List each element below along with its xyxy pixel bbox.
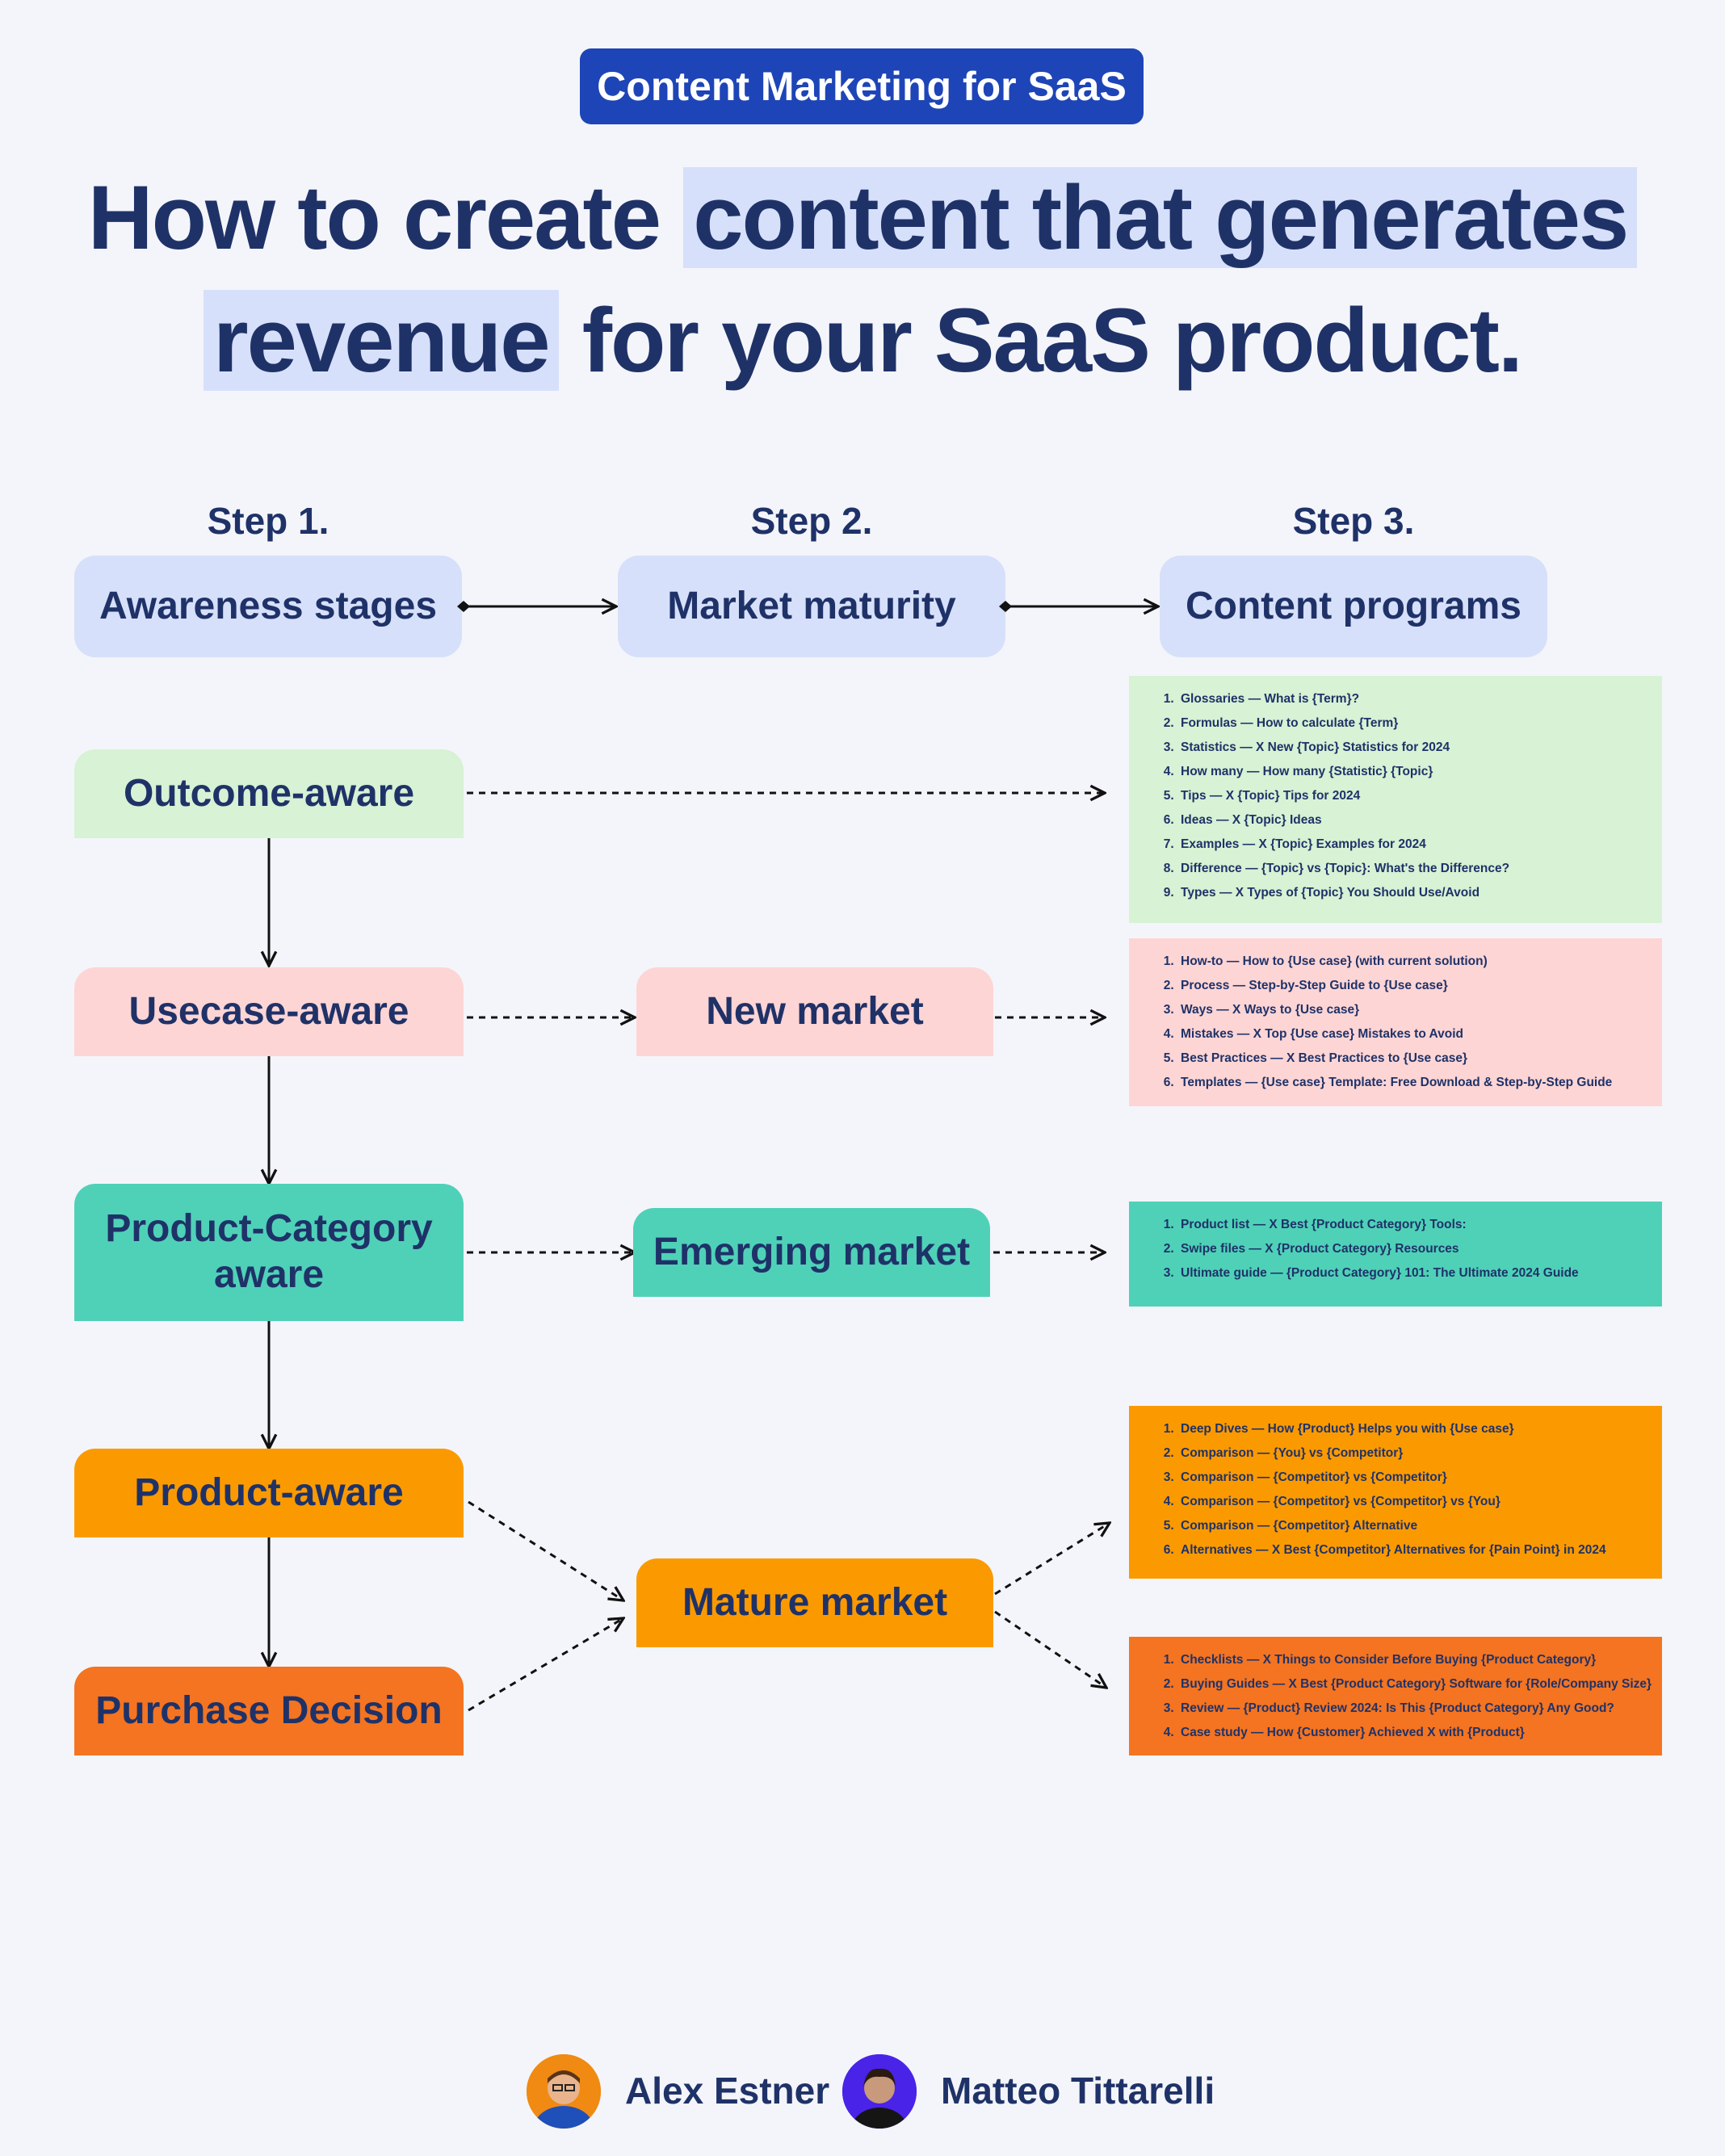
programs-product-panel: Deep Dives — How {Product} Helps you wit…: [1129, 1406, 1662, 1579]
program-item: Deep Dives — How {Product} Helps you wit…: [1177, 1417, 1646, 1441]
programs-outcome-panel: Glossaries — What is {Term}? Formulas — …: [1129, 676, 1662, 923]
stage-usecase-aware: Usecase-aware: [74, 967, 464, 1056]
headline-text: How to create: [87, 167, 684, 268]
market-new: New market: [636, 967, 993, 1056]
market-mature: Mature market: [636, 1558, 993, 1647]
program-item: Comparison — {Competitor} vs {Competitor…: [1177, 1466, 1646, 1490]
program-item: Types — X Types of {Topic} You Should Us…: [1177, 881, 1646, 905]
headline-highlight: revenue: [204, 290, 559, 391]
programs-list: Deep Dives — How {Product} Helps you wit…: [1161, 1417, 1646, 1562]
market-maturity-box: Market maturity: [618, 556, 1005, 657]
author-avatar: [842, 2054, 917, 2129]
stage-label-line-1: Product-Category: [105, 1207, 433, 1251]
headline-line-1: How to create content that generates: [0, 166, 1725, 270]
stage-label-line-2: aware: [213, 1253, 325, 1296]
program-item: Formulas — How to calculate {Term}: [1177, 711, 1646, 736]
program-item: Checklists — X Things to Consider Before…: [1177, 1648, 1662, 1672]
program-item: Ultimate guide — {Product Category} 101:…: [1177, 1261, 1646, 1286]
program-item: Product list — X Best {Product Category}…: [1177, 1213, 1646, 1237]
programs-list: Product list — X Best {Product Category}…: [1161, 1213, 1646, 1286]
stage-product-category-aware: Product-Category aware: [74, 1184, 464, 1321]
step-3-label: Step 3.: [1292, 500, 1415, 542]
program-item: Mistakes — X Top {Use case} Mistakes to …: [1177, 1022, 1646, 1047]
stage-product-aware: Product-aware: [74, 1449, 464, 1537]
product-to-mature-arrow: [468, 1500, 623, 1600]
program-item: Best Practices — X Best Practices to {Us…: [1177, 1047, 1646, 1071]
series-badge: Content Marketing for SaaS: [580, 48, 1144, 124]
program-item: Difference — {Topic} vs {Topic}: What's …: [1177, 857, 1646, 881]
stage-purchase-decision: Purchase Decision: [74, 1667, 464, 1755]
programs-usecase-panel: How-to — How to {Use case} (with current…: [1129, 938, 1662, 1106]
program-item: Comparison — {You} vs {Competitor}: [1177, 1441, 1646, 1466]
program-item: Process — Step-by-Step Guide to {Use cas…: [1177, 974, 1646, 998]
author-avatar: [527, 2054, 601, 2129]
program-item: Examples — X {Topic} Examples for 2024: [1177, 833, 1646, 857]
person-icon: [527, 2054, 601, 2129]
headline-text: for your SaaS product.: [558, 290, 1523, 391]
program-item: Comparison — {Competitor} vs {Competitor…: [1177, 1490, 1646, 1514]
program-item: Ideas — X {Topic} Ideas: [1177, 808, 1646, 833]
author-name: Matteo Tittarelli: [941, 2070, 1215, 2112]
headline-line-2: revenue for your SaaS product.: [0, 288, 1725, 392]
mature-to-product-programs-arrow: [994, 1523, 1110, 1596]
program-item: Case study — How {Customer} Achieved X w…: [1177, 1721, 1662, 1745]
program-item: Glossaries — What is {Term}?: [1177, 687, 1646, 711]
market-emerging: Emerging market: [633, 1208, 990, 1297]
programs-purchase-panel: Checklists — X Things to Consider Before…: [1129, 1637, 1662, 1755]
programs-list: Checklists — X Things to Consider Before…: [1161, 1648, 1662, 1745]
mature-to-purchase-programs-arrow: [994, 1610, 1106, 1688]
awareness-stages-box: Awareness stages: [74, 556, 462, 657]
program-item: How many — How many {Statistic} {Topic}: [1177, 760, 1646, 784]
step-1-label: Step 1.: [207, 500, 329, 542]
stage-outcome-aware: Outcome-aware: [74, 749, 464, 838]
program-item: How-to — How to {Use case} (with current…: [1177, 950, 1646, 974]
program-item: Templates — {Use case} Template: Free Do…: [1177, 1071, 1646, 1095]
program-item: Review — {Product} Review 2024: Is This …: [1177, 1697, 1662, 1721]
program-item: Alternatives — X Best {Competitor} Alter…: [1177, 1538, 1646, 1562]
programs-list: Glossaries — What is {Term}? Formulas — …: [1161, 687, 1646, 905]
program-item: Statistics — X New {Topic} Statistics fo…: [1177, 736, 1646, 760]
program-item: Comparison — {Competitor} Alternative: [1177, 1514, 1646, 1538]
program-item: Tips — X {Topic} Tips for 2024: [1177, 784, 1646, 808]
content-programs-box: Content programs: [1160, 556, 1547, 657]
person-icon: [842, 2054, 917, 2129]
program-item: Swipe files — X {Product Category} Resou…: [1177, 1237, 1646, 1261]
programs-category-panel: Product list — X Best {Product Category}…: [1129, 1202, 1662, 1307]
step-2-label: Step 2.: [750, 500, 873, 542]
purchase-to-mature-arrow: [468, 1618, 623, 1712]
program-item: Ways — X Ways to {Use case}: [1177, 998, 1646, 1022]
programs-list: How-to — How to {Use case} (with current…: [1161, 950, 1646, 1095]
program-item: Buying Guides — X Best {Product Category…: [1177, 1672, 1662, 1697]
author-name: Alex Estner: [625, 2070, 830, 2112]
headline-highlight: content that generates: [683, 167, 1638, 268]
